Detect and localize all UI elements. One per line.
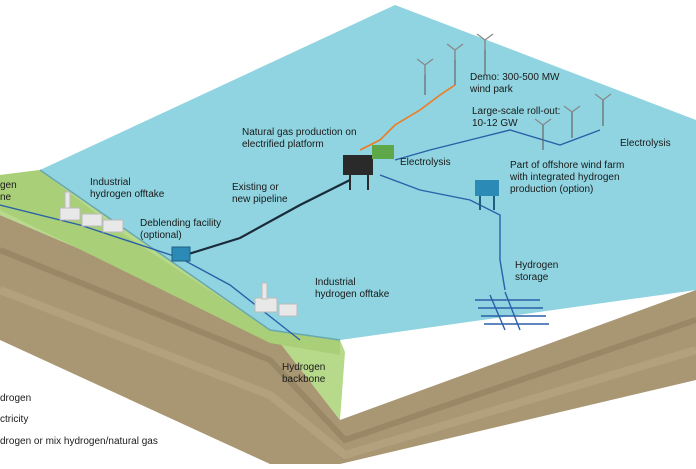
label-rollout-1: Large-scale roll-out:	[472, 106, 560, 117]
label-rollout-2: 10-12 GW	[472, 118, 518, 129]
label-backbone-left-1: gen	[0, 180, 17, 191]
gas-platform	[343, 145, 394, 190]
legend-electricity: ctricity	[0, 414, 28, 425]
label-backbone-bottom-2: backbone	[282, 374, 326, 385]
label-industrial-top-1: Industrial	[90, 177, 131, 188]
industrial-offtake-bottom-buildings	[254, 282, 298, 317]
label-backbone-left-2: ne	[0, 192, 12, 203]
legend-mix-text: drogen or mix hydrogen/natural gas	[0, 436, 158, 447]
label-deblending-1: Deblending facility	[140, 218, 221, 229]
soil-strata-2	[0, 286, 696, 460]
hydrogen-to-storage-line	[379, 174, 506, 291]
label-pipeline-2: new pipeline	[232, 194, 288, 205]
label-storage-2: storage	[515, 272, 549, 283]
soil-strata	[0, 247, 696, 444]
legend-hydrogen: drogen	[0, 393, 31, 404]
offshore-electrolysis-platform	[475, 180, 499, 210]
hydrogen-storage-hatch	[475, 291, 549, 331]
label-electrolysis-right: Electrolysis	[620, 138, 671, 149]
deblending-facility-box	[171, 246, 191, 262]
label-gas-platform-1: Natural gas production on	[242, 127, 357, 138]
mix-gas-pipeline	[181, 179, 351, 258]
legend-hydrogen-text: drogen	[0, 393, 32, 404]
label-offshore-3: production (option)	[510, 184, 593, 195]
label-offshore-1: Part of offshore wind farm	[510, 160, 624, 171]
wind-turbines	[416, 33, 612, 150]
label-deblending-2: (optional)	[140, 230, 182, 241]
label-backbone-bottom-1: Hydrogen	[282, 362, 325, 373]
label-industrial-bottom-2: hydrogen offtake	[315, 289, 390, 300]
label-electrolysis-center: Electrolysis	[400, 157, 451, 168]
label-pipeline-1: Existing or	[232, 182, 279, 193]
label-storage-1: Hydrogen	[515, 260, 558, 271]
electricity-line	[359, 84, 456, 151]
industrial-offtake-top-buildings	[59, 191, 124, 233]
label-demo-1: Demo: 300-500 MW	[470, 72, 560, 83]
label-demo-2: wind park	[469, 84, 514, 95]
label-gas-platform-2: electrified platform	[242, 139, 324, 150]
label-industrial-top-2: hydrogen offtake	[90, 189, 165, 200]
legend-electricity-text: ctricity	[0, 414, 29, 425]
legend-mix: drogen or mix hydrogen/natural gas	[0, 436, 158, 447]
label-industrial-bottom-1: Industrial	[315, 277, 356, 288]
hydrogen-offshore-line	[394, 129, 601, 161]
label-offshore-2: with integrated hydrogen	[509, 172, 620, 183]
